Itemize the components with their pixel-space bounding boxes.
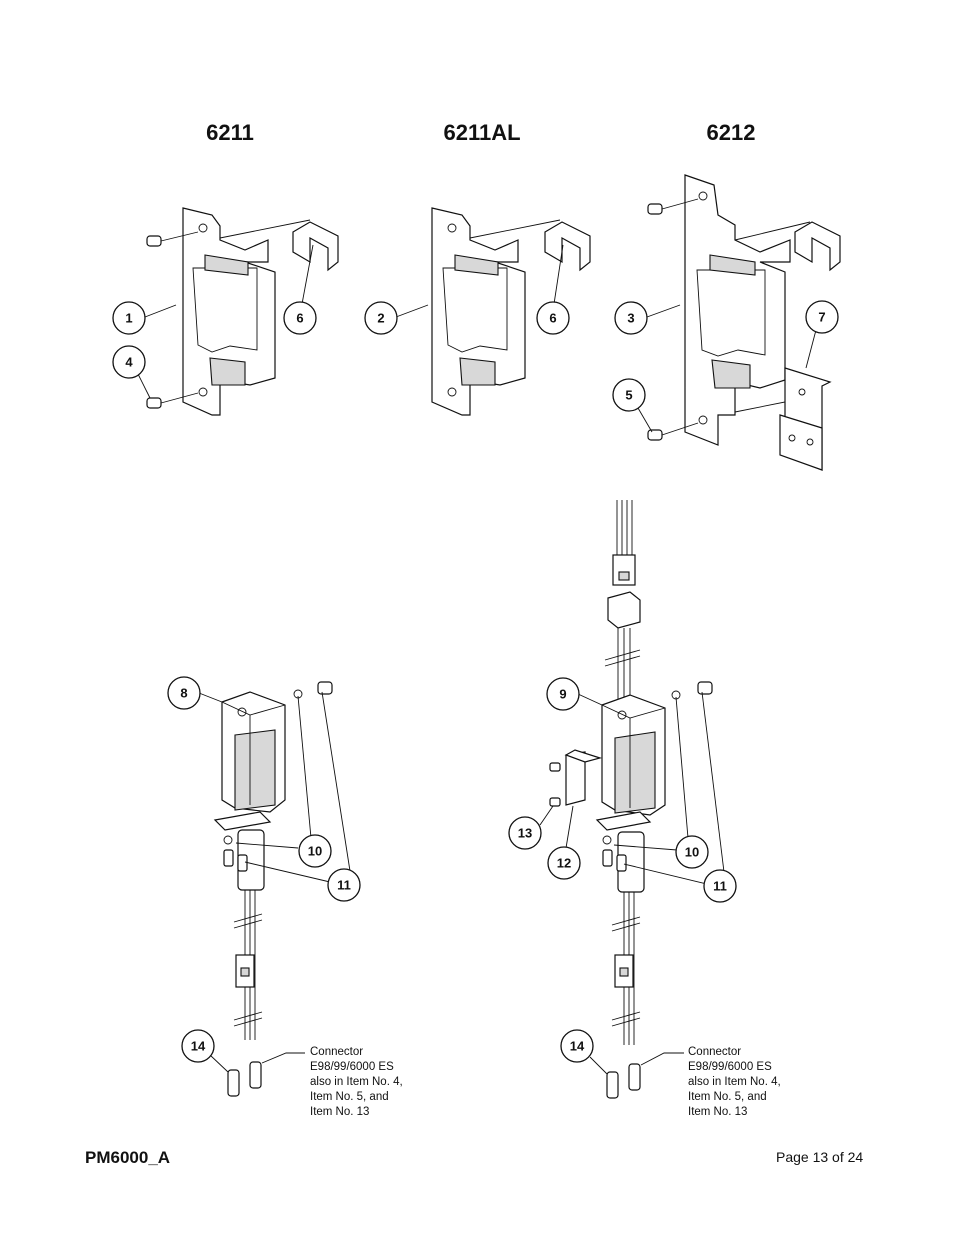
connector-note-left: Connector E98/99/6000 ES also in Item No… (310, 1046, 403, 1118)
callout-6-left: 6 (283, 301, 317, 335)
callout-10-right: 10 (675, 835, 709, 869)
screw-bottom-6212 (647, 422, 699, 441)
svg-text:11: 11 (337, 878, 351, 893)
callout-2: 2 (364, 301, 398, 335)
model-title-6211: 6211 (206, 120, 254, 145)
svg-text:6: 6 (549, 311, 556, 326)
svg-text:7: 7 (818, 310, 825, 325)
screw-bottom-6211 (146, 392, 199, 409)
callout-9: 9 (546, 677, 580, 711)
strike-body-left (213, 681, 333, 1097)
callout-12: 12 (547, 846, 581, 880)
svg-text:10: 10 (308, 844, 322, 859)
model-title-6211al: 6211AL (443, 120, 521, 145)
faceplate-6211 (182, 207, 311, 416)
keeper-clip-6212 (794, 221, 841, 272)
callout-3: 3 (614, 301, 648, 335)
keeper-clip-6211al (544, 221, 591, 272)
page-number: Page 13 of 24 (776, 1149, 864, 1165)
leader-lines (137, 244, 817, 1075)
svg-text:2: 2 (377, 311, 384, 326)
callout-1: 1 (112, 301, 146, 335)
callout-11-right: 11 (703, 869, 737, 903)
callout-8: 8 (167, 676, 201, 710)
svg-text:6: 6 (296, 311, 303, 326)
screw-top-6212 (647, 198, 699, 215)
connector-note-right: Connector E98/99/6000 ES also in Item No… (688, 1046, 781, 1118)
callout-5: 5 (612, 378, 646, 412)
faceplate-6211al (431, 207, 561, 416)
strike-body-right (549, 500, 713, 1099)
svg-text:4: 4 (125, 355, 133, 370)
svg-text:8: 8 (180, 686, 187, 701)
callout-14-right: 14 (560, 1029, 594, 1063)
svg-text:12: 12 (557, 856, 571, 871)
svg-text:9: 9 (559, 687, 566, 702)
callout-7: 7 (805, 300, 839, 334)
svg-text:3: 3 (627, 311, 634, 326)
callout-11-left: 11 (327, 868, 361, 902)
callout-6-middle: 6 (536, 301, 570, 335)
faceplate-6212 (684, 174, 811, 446)
svg-text:13: 13 (518, 826, 532, 841)
keeper-clip-6211 (292, 221, 339, 272)
mounting-bracket-6212 (779, 367, 832, 471)
callout-4: 4 (112, 345, 146, 379)
callout-14-left: 14 (181, 1029, 215, 1063)
svg-text:11: 11 (713, 879, 727, 894)
model-title-6212: 6212 (706, 120, 756, 145)
svg-text:10: 10 (685, 845, 699, 860)
svg-text:5: 5 (625, 388, 632, 403)
document-id: PM6000_A (85, 1148, 171, 1167)
callout-13: 13 (508, 816, 542, 850)
svg-text:14: 14 (191, 1039, 206, 1054)
svg-text:14: 14 (570, 1039, 585, 1054)
callout-10-left: 10 (298, 834, 332, 868)
screw-top-6211 (146, 231, 199, 247)
svg-text:1: 1 (125, 311, 132, 326)
